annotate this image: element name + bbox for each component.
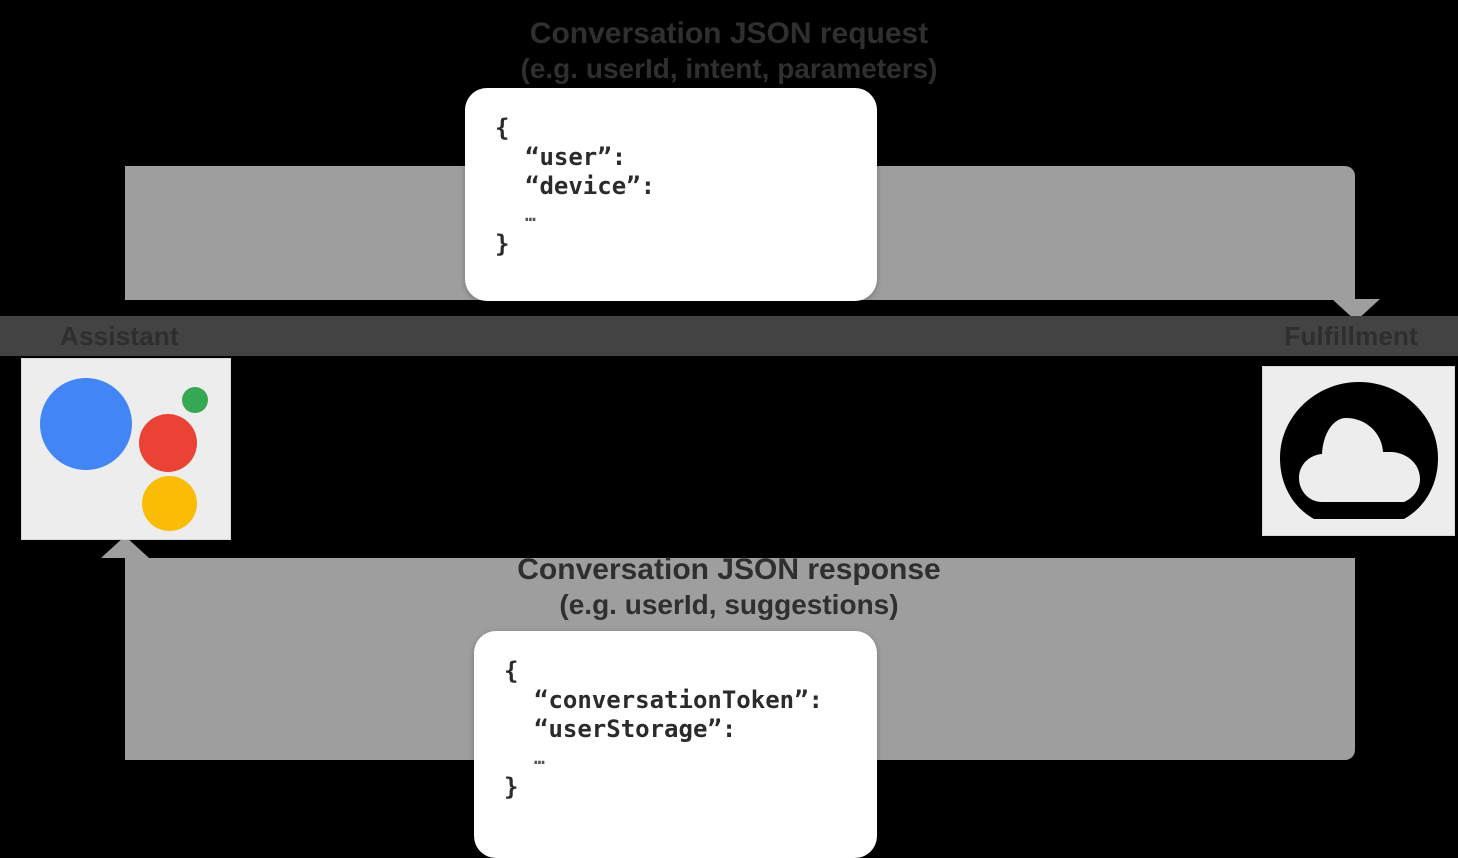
request-json-ellipsis: …	[525, 205, 536, 226]
request-arrowhead-icon	[1332, 299, 1380, 321]
google-assistant-icon	[21, 358, 231, 540]
request-json-user: “user”:	[525, 143, 627, 171]
request-json-open: {	[495, 114, 510, 142]
fulfillment-lane-label: Fulfillment	[1284, 321, 1418, 351]
response-json-card: { “conversationToken”: “userStorage”: … …	[474, 631, 877, 858]
actor-lane-band	[0, 316, 1458, 356]
request-json-device: “device”:	[525, 172, 656, 200]
assistant-blue-dot-icon	[40, 378, 132, 470]
request-caption-line2: (e.g. userId, intent, parameters)	[520, 53, 938, 84]
request-json-close: }	[495, 230, 510, 258]
cloud-fulfillment-icon	[1262, 366, 1455, 536]
assistant-green-dot-icon	[182, 387, 208, 413]
response-json-open: {	[504, 657, 519, 685]
assistant-lane-label: Assistant	[60, 321, 179, 351]
response-json-close: }	[504, 773, 519, 801]
response-json-token: “conversationToken”:	[534, 686, 823, 714]
request-caption: Conversation JSON request (e.g. userId, …	[0, 16, 1458, 86]
request-caption-line1: Conversation JSON request	[529, 17, 929, 50]
response-json-storage: “userStorage”:	[534, 715, 737, 743]
assistant-yellow-dot-icon	[142, 476, 197, 531]
request-json-card: { “user”: “device”: … }	[465, 88, 877, 301]
response-json-ellipsis: …	[534, 748, 545, 769]
response-arrowhead-icon	[101, 536, 149, 558]
cloud-glyph-icon	[1279, 382, 1438, 519]
assistant-red-dot-icon	[139, 414, 197, 472]
